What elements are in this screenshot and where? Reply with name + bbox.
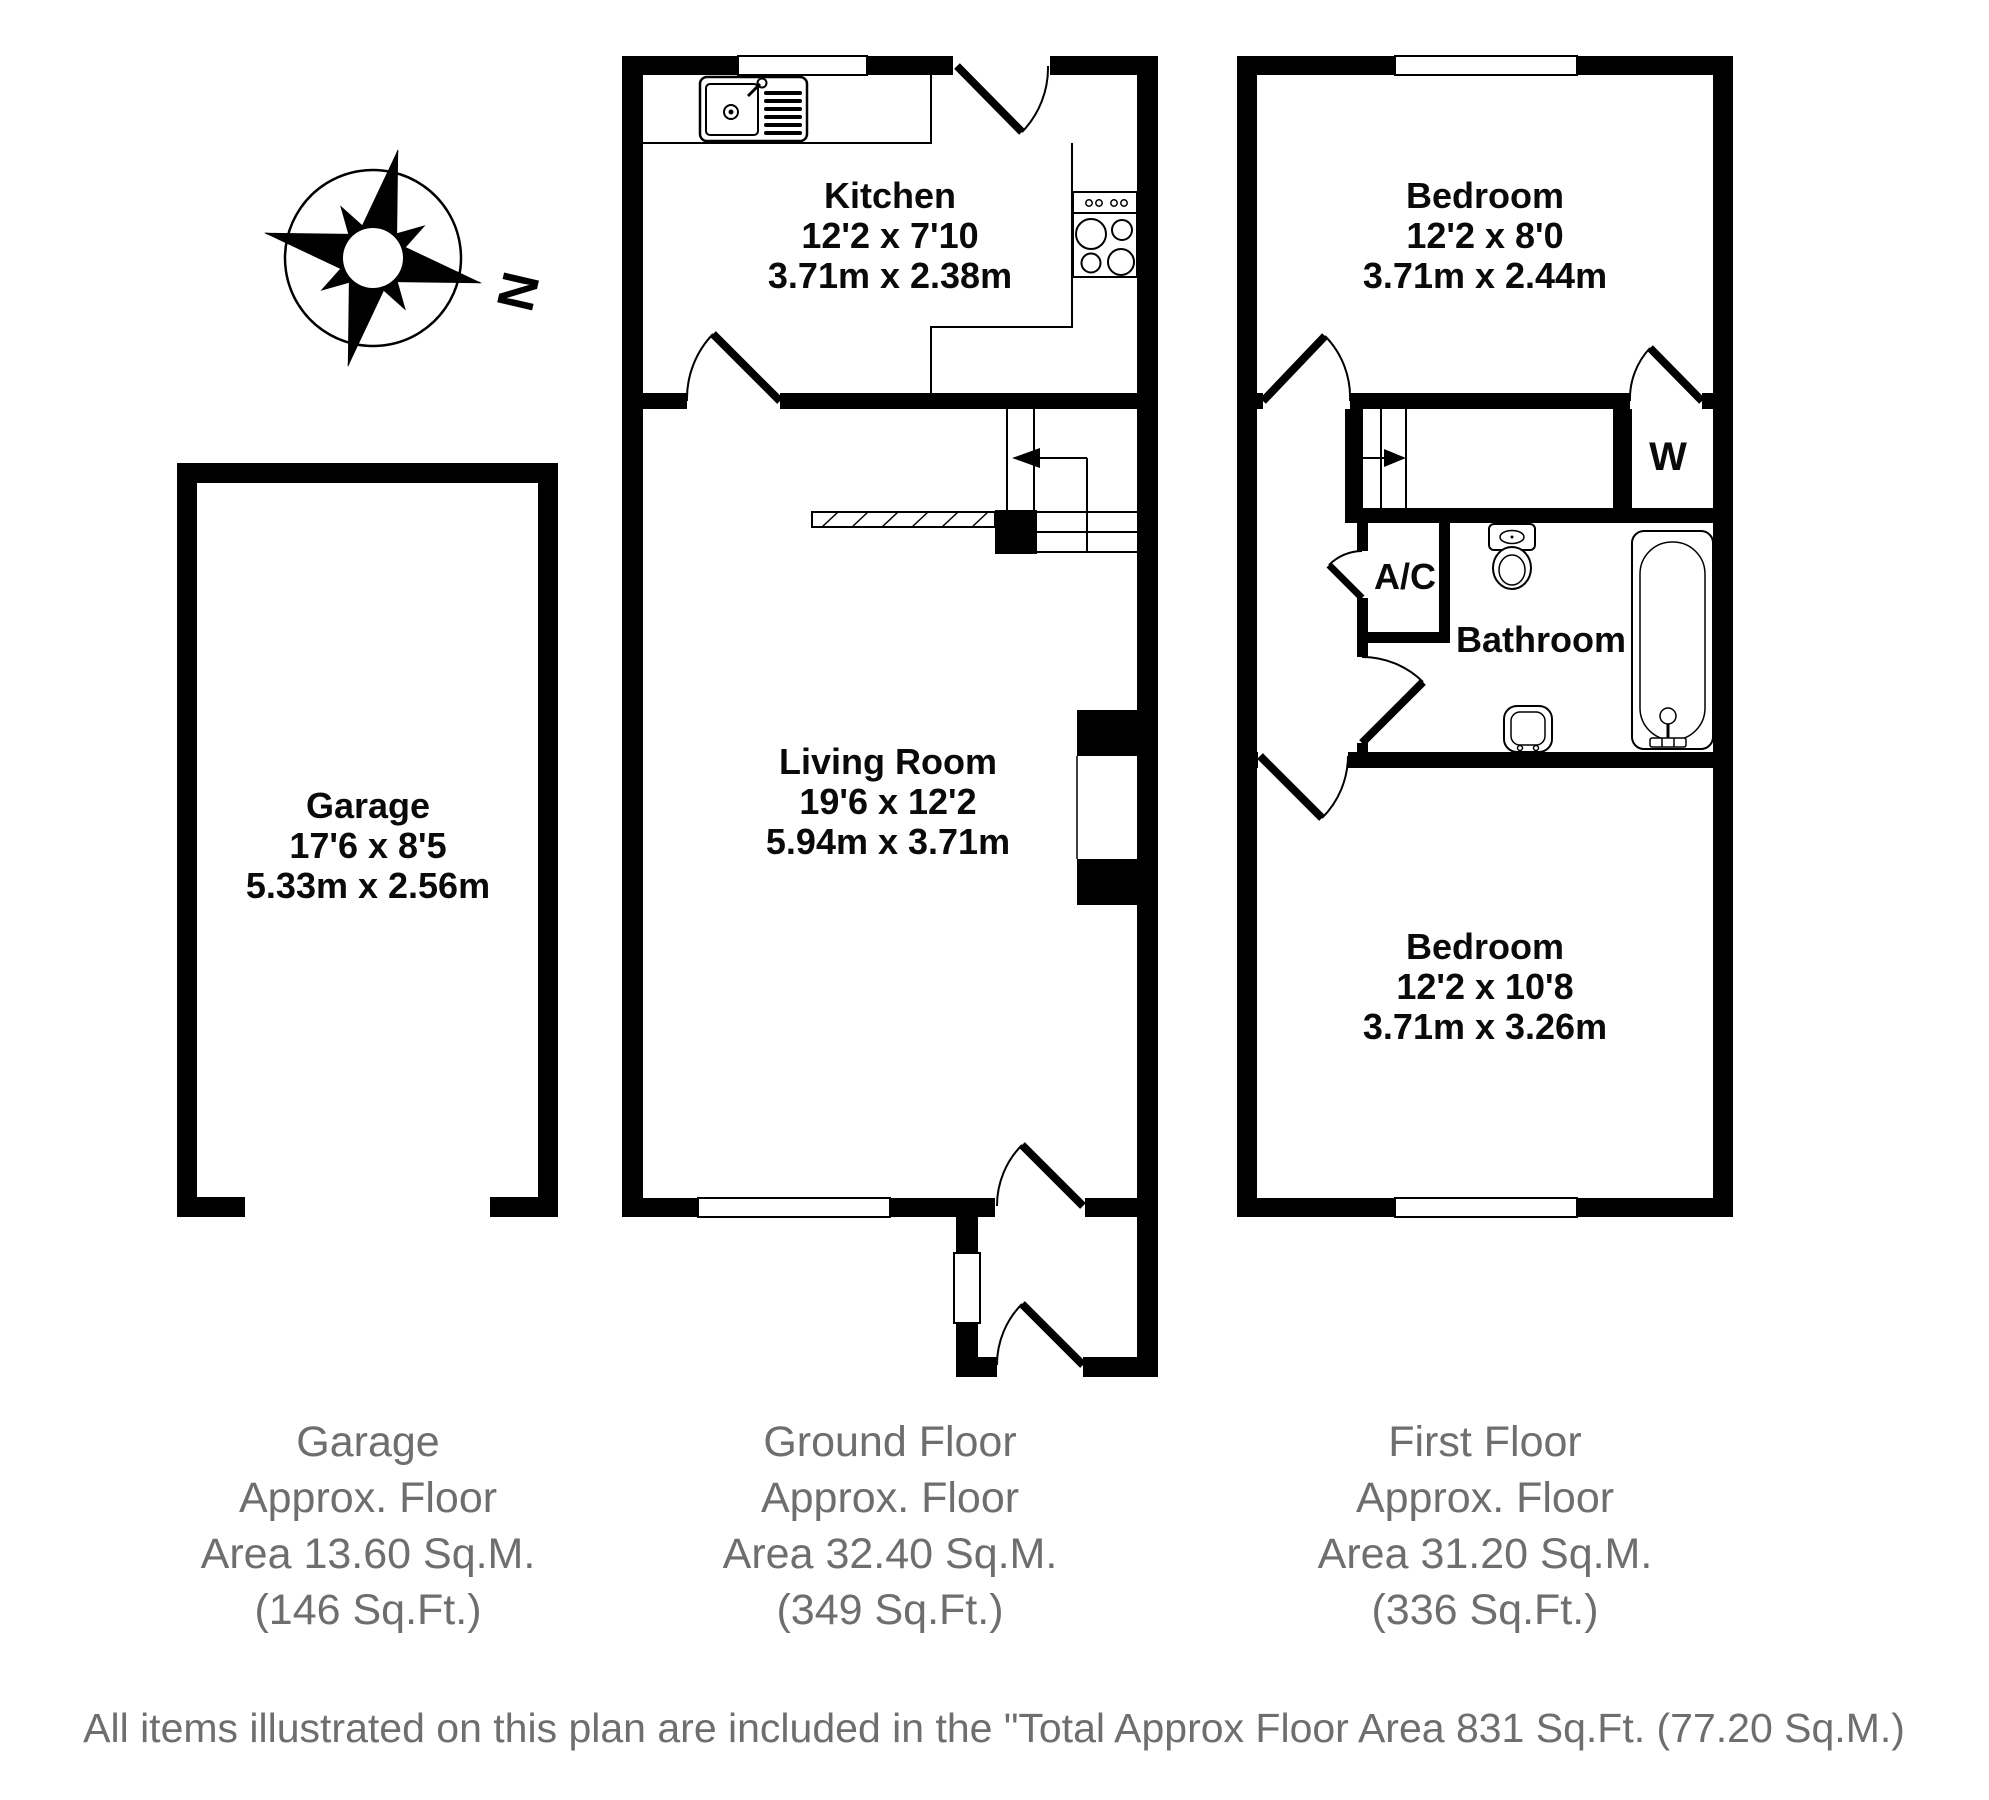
window — [1394, 1197, 1578, 1218]
garage-room-label: Garage 17'6 x 8'5 5.33m x 2.56m — [246, 786, 490, 906]
room-name: Garage — [305, 785, 431, 826]
room-size-imperial: 12'2 x 10'8 — [1396, 966, 1574, 1007]
stairs-icon — [811, 409, 1137, 554]
wall — [780, 393, 1158, 409]
wall — [1237, 56, 1257, 1217]
wall — [1357, 523, 1368, 551]
wall — [1357, 632, 1450, 643]
kitchen-label: Kitchen 12'2 x 7'10 3.71m x 2.38m — [768, 176, 1012, 296]
door-swing — [1326, 550, 1365, 601]
wall — [1348, 752, 1733, 768]
ground-floor-structure — [622, 54, 1158, 1377]
wall — [490, 1197, 558, 1217]
door-swing — [1257, 753, 1349, 821]
wall — [1439, 523, 1450, 643]
wall — [956, 1357, 997, 1377]
room-size-metric: 5.33m x 2.56m — [245, 865, 491, 906]
wall — [1713, 56, 1733, 1217]
room-name: Bedroom — [1405, 926, 1564, 967]
airing-cupboard-label: A/C — [1374, 556, 1436, 597]
bedroom-front-label: Bedroom 12'2 x 8'0 3.71m x 2.44m — [1363, 176, 1607, 296]
stairs-icon — [1360, 409, 1407, 508]
area-line: Approx. Floor — [760, 1474, 1020, 1522]
window — [697, 1197, 891, 1218]
room-size-metric: 5.94m x 3.71m — [765, 821, 1011, 862]
area-line: Ground Floor — [763, 1418, 1017, 1466]
compass-rose-icon: N — [263, 148, 550, 368]
wall — [538, 463, 558, 1217]
room-size-imperial: 19'6 x 12'2 — [799, 781, 977, 822]
area-line: Approx. Floor — [238, 1474, 498, 1522]
room-size-metric: 3.71m x 2.38m — [767, 255, 1013, 296]
window — [953, 1252, 981, 1324]
bedroom-rear-label: Bedroom 12'2 x 10'8 3.71m x 3.26m — [1363, 927, 1607, 1047]
door-swing — [954, 63, 1050, 135]
wall — [1237, 393, 1263, 409]
door-swing — [995, 1142, 1086, 1209]
total-area-disclaimer: All items illustrated on this plan are i… — [83, 1705, 1905, 1751]
first-floor-area-label: First Floor Approx. Floor Area 31.20 Sq.… — [1318, 1414, 1653, 1638]
room-name: Bedroom — [1405, 175, 1564, 216]
wall — [1237, 752, 1258, 768]
door-opening — [995, 1196, 1085, 1219]
chimney-breast — [1077, 710, 1137, 756]
garage-structure — [177, 463, 558, 1217]
room-name: Kitchen — [823, 175, 956, 216]
wall — [177, 463, 197, 1217]
wall — [1702, 393, 1733, 409]
wall — [1350, 393, 1630, 409]
area-line: First Floor — [1388, 1418, 1582, 1466]
sink-icon — [698, 75, 809, 143]
wall — [1613, 409, 1632, 508]
room-size-imperial: 17'6 x 8'5 — [289, 825, 447, 866]
hob-icon — [1072, 191, 1138, 278]
room-size-imperial: 12'2 x 7'10 — [801, 215, 979, 256]
area-line: Area 32.40 Sq.M. — [722, 1530, 1058, 1578]
living-room-label: Living Room 19'6 x 12'2 5.94m x 3.71m — [766, 742, 1010, 862]
door-opening — [953, 54, 1050, 77]
area-line: (336 Sq.Ft.) — [1371, 1586, 1599, 1634]
area-line: Area 31.20 Sq.M. — [1317, 1530, 1653, 1578]
area-line: (146 Sq.Ft.) — [254, 1586, 482, 1634]
ground-floor-area-label: Ground Floor Approx. Floor Area 32.40 Sq… — [723, 1414, 1058, 1638]
area-line: Garage — [296, 1418, 440, 1466]
wall — [177, 463, 558, 483]
chimney-breast — [1077, 859, 1137, 905]
basin-icon — [1503, 705, 1553, 753]
garage-area-label: Garage Approx. Floor Area 13.60 Sq.M. (1… — [201, 1414, 536, 1638]
room-size-metric: 3.71m x 3.26m — [1362, 1006, 1608, 1047]
door-swing — [685, 331, 783, 404]
door-swing — [1628, 345, 1705, 404]
wall — [1137, 56, 1158, 1377]
wall — [1083, 1357, 1158, 1377]
room-name: Living Room — [779, 741, 997, 782]
area-line: Area 13.60 Sq.M. — [200, 1530, 536, 1578]
balustrade-hatch — [821, 511, 989, 528]
wall — [1357, 743, 1368, 756]
wall — [622, 56, 1158, 75]
toilet-icon — [1488, 523, 1536, 590]
room-size-imperial: 12'2 x 8'0 — [1406, 215, 1564, 256]
door-swing — [1359, 655, 1426, 746]
wall — [622, 393, 687, 409]
bathtub-icon — [1631, 530, 1714, 750]
wall — [1345, 409, 1363, 523]
wall — [1357, 598, 1368, 643]
wall — [1357, 643, 1368, 657]
area-line: Approx. Floor — [1355, 1474, 1615, 1522]
first-floor-structure — [1237, 55, 1733, 1218]
door-swing — [995, 1301, 1086, 1368]
wall — [1348, 508, 1733, 523]
door-swing — [1260, 333, 1352, 404]
wardrobe-label: W — [1649, 435, 1687, 479]
bathroom-label: Bathroom — [1456, 619, 1626, 660]
wall — [622, 56, 643, 1217]
window — [1394, 55, 1578, 76]
wall — [177, 1197, 245, 1217]
area-line: (349 Sq.Ft.) — [776, 1586, 1004, 1634]
window — [737, 55, 868, 76]
compass-north-letter: N — [485, 266, 550, 316]
room-size-metric: 3.71m x 2.44m — [1362, 255, 1608, 296]
